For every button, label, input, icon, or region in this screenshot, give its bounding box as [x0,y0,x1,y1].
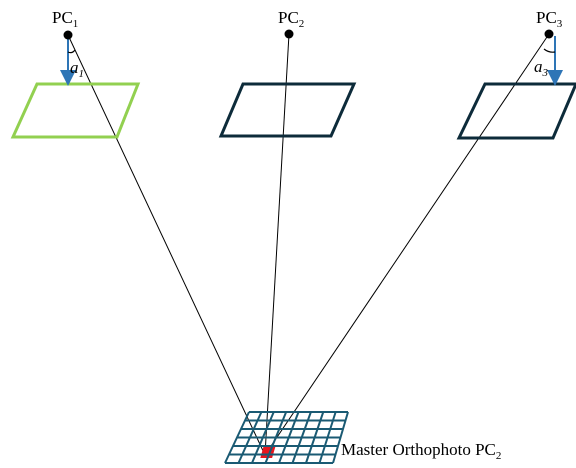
grid-column-line [264,411,288,464]
pc1-point [63,30,73,40]
pc2-point [284,29,294,39]
grid-column-line [305,411,325,464]
ray-pc1 [67,34,266,456]
image-frame-pc2 [218,82,357,138]
image-frame-pc1 [10,82,141,139]
grid-column-line [291,411,312,464]
grid-column-line [224,411,250,464]
angle-arc-pc1 [67,49,76,54]
ray-pc2 [264,33,290,456]
grid-column-line [332,411,349,464]
image-frame-pc3 [456,82,576,140]
pc3-point [544,29,554,39]
grid-column-line [237,411,263,464]
grid-column-line [318,411,337,464]
grid-column-line [251,411,275,464]
angle-arc-pc3 [543,48,556,53]
projection-rays [67,33,550,456]
angle-label-a3: a3 [534,57,549,79]
pc1-label: PC1 [52,8,78,30]
pc2-label: PC2 [278,8,304,30]
orthophoto-label: Master Orthophoto PC2 [341,440,501,462]
orthophoto-grid [224,411,349,464]
grid-column-line [278,411,300,464]
pc3-label: PC3 [536,8,563,30]
angle-label-a1: a1 [70,58,84,80]
ray-pc3 [264,33,550,456]
